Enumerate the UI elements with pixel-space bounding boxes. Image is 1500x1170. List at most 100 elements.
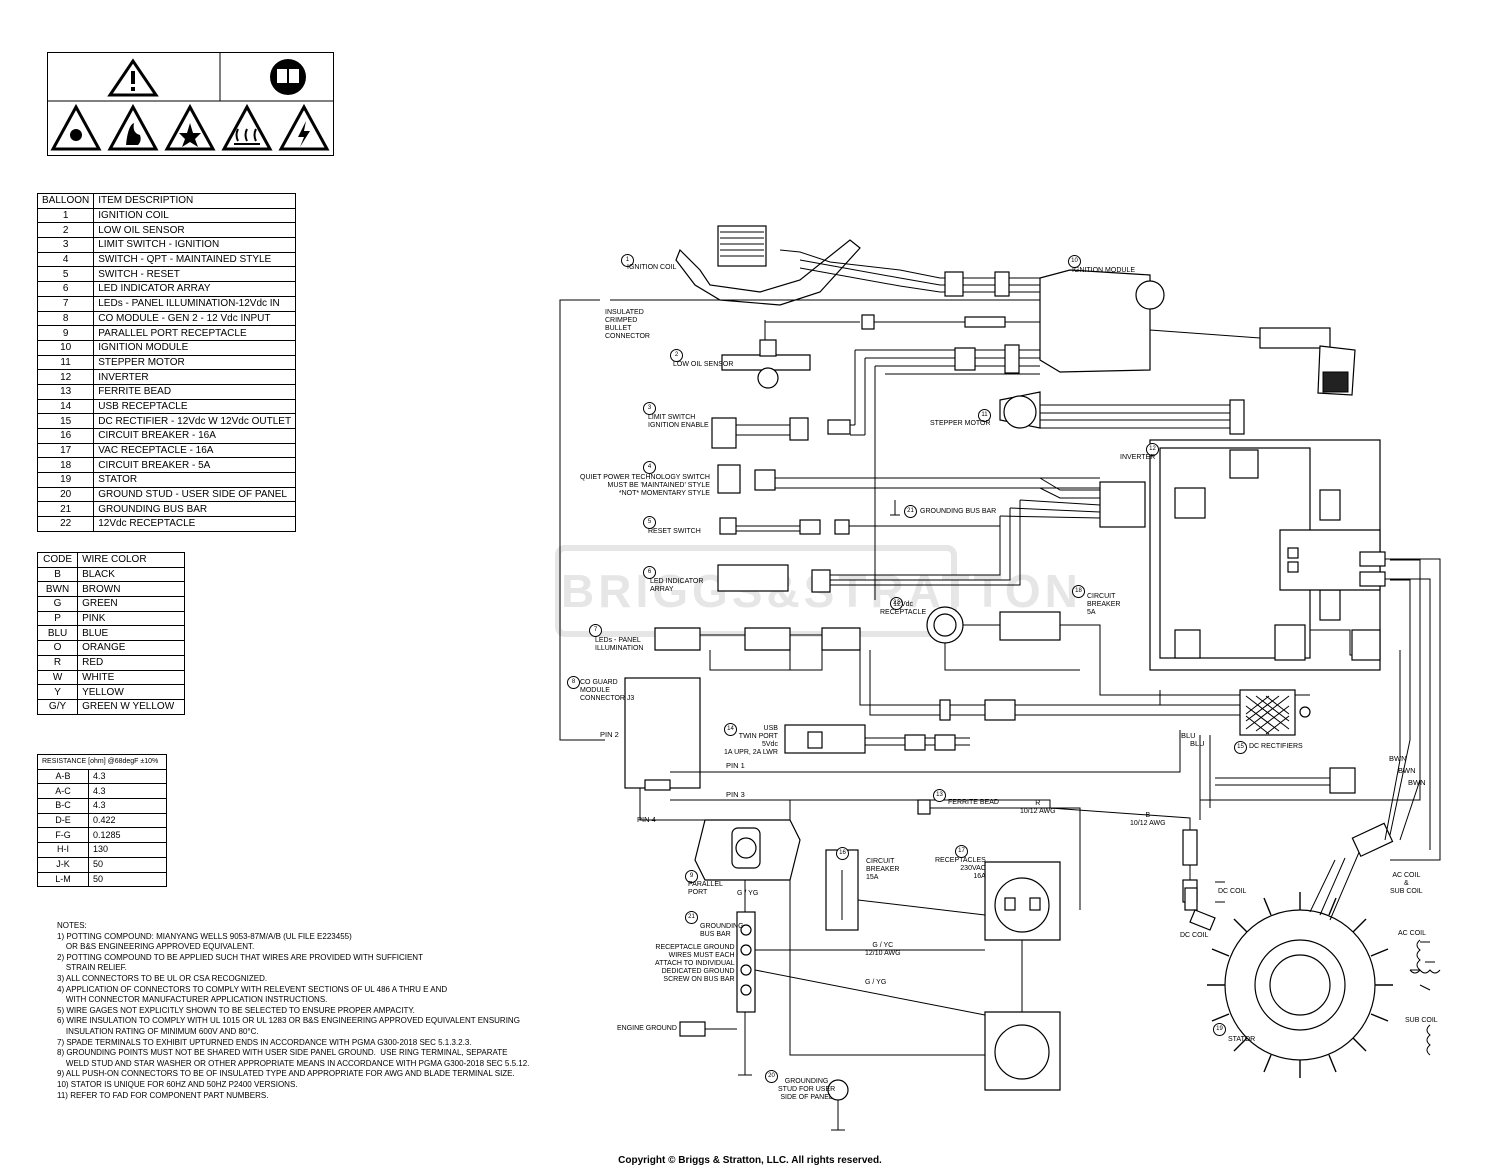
- vac-receptacles: [984, 861, 1061, 1091]
- label-dc-rectifiers: DC RECTIFIERS: [1249, 743, 1303, 750]
- balloon-table-cell: STEPPER MOTOR: [93, 354, 297, 371]
- warning-symbols-panel: [47, 52, 334, 156]
- label-ferrite-bead: FERRITE BEAD: [948, 799, 999, 806]
- balloon-table-cell: 22: [36, 516, 95, 532]
- note-line: 9) ALL PUSH-ON CONNECTORS TO BE OF INSUL…: [57, 1069, 515, 1079]
- label-pin3: PIN 3: [726, 790, 745, 799]
- balloon-table-cell: INVERTER: [93, 369, 297, 385]
- balloon-table-cell: FERRITE BEAD: [93, 383, 297, 400]
- balloon-table-cell: 12Vdc RECEPTACLE: [93, 516, 297, 532]
- read-manual-icon: [270, 59, 306, 95]
- balloon-table-cell: STATOR: [93, 472, 297, 488]
- note-line: 5) WIRE GAGES NOT EXPLICITLY SHOWN TO BE…: [57, 1005, 415, 1015]
- label-receptacles: RECEPTACLES 230VAC 16A: [935, 857, 986, 880]
- label-low-oil-sensor: LOW OIL SENSOR: [673, 361, 734, 368]
- balloon-table-cell: 5: [36, 266, 95, 283]
- label-pin4: PIN 4: [637, 815, 656, 824]
- label-qpt-switch: QUIET POWER TECHNOLOGY SWITCH MUST BE 'M…: [580, 474, 710, 497]
- ignition-module: [1039, 269, 1356, 396]
- balloon-22: 22: [890, 597, 903, 610]
- label-ignition-module: IGNITION MODULE: [1072, 267, 1136, 274]
- caution-triangle-icon: [107, 58, 159, 97]
- balloon-4: 4: [643, 461, 656, 474]
- resistance-table-cell: L-M: [37, 871, 89, 888]
- label-pin2: PIN 2: [600, 730, 619, 739]
- note-line: INSULATION RATING OF MINIMUM 600V AND 80…: [57, 1026, 259, 1036]
- label-grounding-bus-bar-top: GROUNDING BUS BAR: [920, 508, 997, 515]
- balloon-7: 7: [589, 624, 602, 637]
- balloon-table-cell: 15: [36, 413, 95, 429]
- label-circuit-breaker-15a: CIRCUIT BREAKER 15A: [866, 858, 900, 881]
- balloon-table-cell: 1: [36, 207, 95, 224]
- label-dc-coil: DC COIL: [1180, 932, 1209, 939]
- balloon-table-cell: 19: [36, 472, 95, 488]
- balloon-table-cell: 14: [36, 398, 95, 415]
- balloon-8: 8: [567, 676, 580, 689]
- label-awg-r: R 10/12 AWG: [1020, 800, 1056, 815]
- balloon-15: 15: [1234, 741, 1247, 754]
- balloon-table-cell: IGNITION MODULE: [93, 339, 297, 356]
- note-line: STRAIN RELIEF.: [57, 963, 127, 973]
- label-usb: USB TWIN PORT 5Vdc 1A UPR, 2A LWR: [724, 725, 778, 756]
- note-line: 3) ALL CONNECTORS TO BE UL OR CSA RECOGN…: [57, 973, 268, 983]
- balloon-table-cell: 13: [36, 383, 95, 400]
- label-pin1: PIN 1: [726, 761, 745, 770]
- label-stator: STATOR: [1228, 1036, 1256, 1043]
- copyright: Copyright © Briggs & Stratton, LLC. All …: [618, 1155, 882, 1166]
- balloon-table-cell: LEDs - PANEL ILLUMINATION-12Vdc IN: [93, 295, 297, 312]
- warning-symbols-svg: [48, 53, 333, 151]
- balloon-table-cell: 7: [36, 295, 95, 312]
- note-line: 4) APPLICATION OF CONNECTORS TO COMPLY W…: [57, 984, 448, 994]
- balloon-12: 12: [1146, 443, 1159, 456]
- ignition-coil: [675, 225, 901, 306]
- label-12v-receptacle: 12Vdc RECEPTACLE: [880, 601, 927, 616]
- balloon-table-cell: 8: [36, 310, 95, 327]
- balloon-table-cell: LED INDICATOR ARRAY: [93, 281, 297, 297]
- fire-hazard-icon: [107, 103, 159, 151]
- balloon-2: 2: [670, 349, 683, 362]
- balloon-21: 21: [685, 911, 698, 924]
- label-stepper-motor: STEPPER MOTOR: [930, 420, 991, 427]
- note-line: WELD STUD AND STAR WASHER OR OTHER APPRO…: [57, 1058, 530, 1068]
- note-line: 2) POTTING COMPOUND TO BE APPLIED SUCH T…: [57, 952, 423, 962]
- balloon-9: 9: [685, 870, 698, 883]
- label-bwn-2: BWN: [1398, 766, 1416, 775]
- label-awg-b: B 10/12 AWG: [1130, 812, 1166, 827]
- stator: [1207, 822, 1394, 1078]
- resistance-table-cell: 50: [88, 871, 167, 888]
- balloon-16: 16: [836, 847, 849, 860]
- label-engine-ground: ENGINE GROUND: [617, 1025, 677, 1032]
- dc-rectifier: [1239, 689, 1311, 736]
- balloon-6: 6: [643, 566, 656, 579]
- label-gyg-port: G / YG: [737, 890, 759, 897]
- inverter: [1149, 439, 1381, 671]
- note-line: 11) REFER TO FAD FOR COMPONENT PART NUMB…: [57, 1090, 269, 1100]
- balloon-table-cell: 4: [36, 251, 95, 268]
- balloon-19: 19: [1213, 1023, 1226, 1036]
- wire-table-cell: GREEN W YELLOW: [77, 698, 185, 715]
- balloon-table-cell: 6: [36, 281, 95, 297]
- label-circuit-breaker-5a: CIRCUIT BREAKER 5A: [1087, 593, 1121, 616]
- label-ac-coil-right: AC COIL: [1398, 930, 1427, 937]
